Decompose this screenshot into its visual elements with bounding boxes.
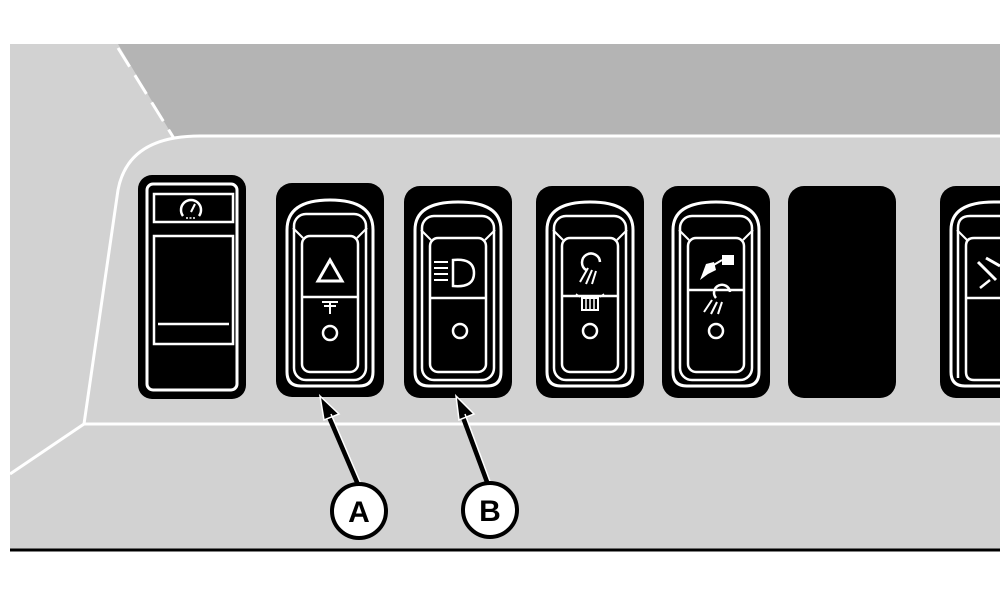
- callout-b: B: [454, 393, 519, 539]
- headlight-icon: [434, 258, 476, 288]
- floodlight-icon: [703, 283, 732, 315]
- callout-a: A: [318, 393, 388, 540]
- callout-label-b: B: [479, 495, 501, 528]
- beacon-light-icon: [575, 293, 605, 311]
- callout-label-a: A: [348, 496, 370, 529]
- gauge-icon: [179, 198, 203, 219]
- wiper-switch[interactable]: [940, 186, 1000, 398]
- hazard-warning-switch[interactable]: [276, 183, 384, 397]
- cab-light-switch[interactable]: [662, 186, 770, 398]
- work-light-icon: [579, 252, 602, 285]
- gauge-switch[interactable]: [138, 175, 246, 399]
- hazard-triangle-icon: [315, 256, 345, 283]
- wiper-icon: [976, 256, 1000, 289]
- work-light-switch[interactable]: [536, 186, 644, 398]
- blank-switch-plug: [788, 186, 896, 398]
- headlight-switch[interactable]: [404, 186, 512, 398]
- turn-signal-lamp-icon: [322, 301, 338, 314]
- boom-light-icon: [700, 255, 734, 280]
